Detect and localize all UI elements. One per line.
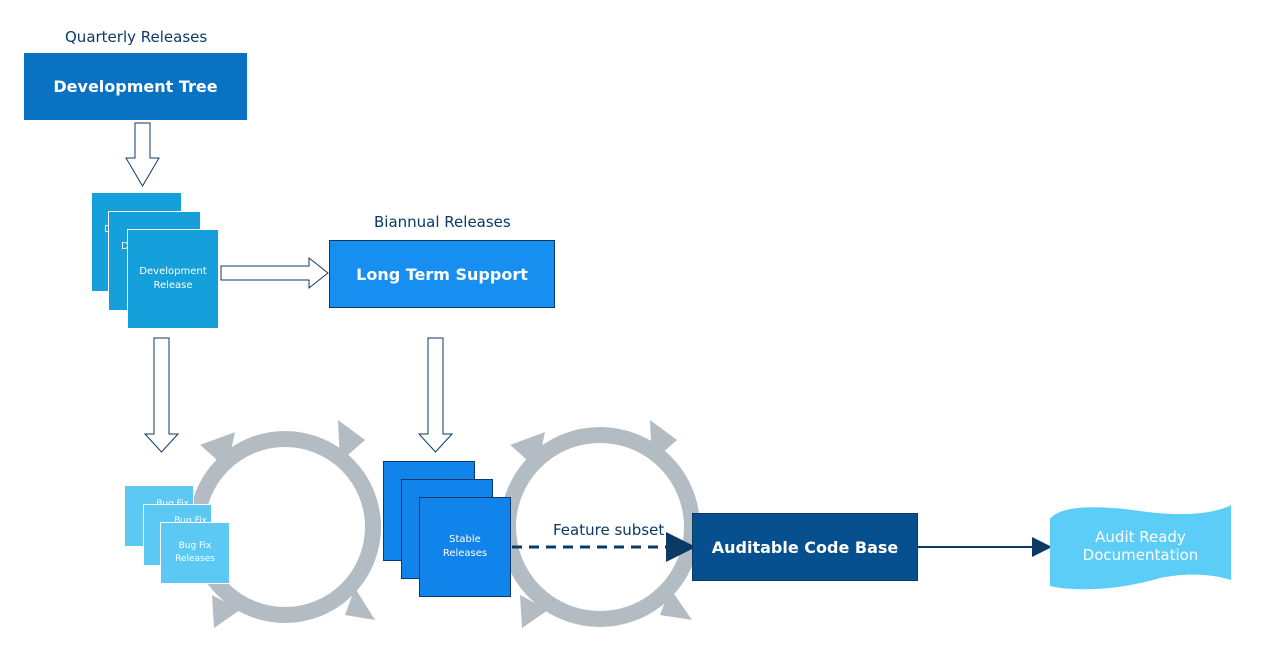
dev-release-line1: Development [139,266,207,277]
dev-release-doc-front: Development Release [127,229,219,329]
documentation-shape [1050,505,1231,590]
documentation-line2: Documentation [1082,546,1199,564]
development-tree-label: Development Tree [53,77,218,96]
auditable-code-base-box: Auditable Code Base [692,513,918,581]
auditable-code-base-label: Auditable Code Base [711,537,899,557]
arrow-lts-down [417,337,454,453]
arrow-dev-release-down [143,337,180,453]
stable-line1: Stable [449,534,481,545]
stable-doc-front: Stable Releases [419,497,511,597]
bugfix-line2: Releases [175,554,215,564]
biannual-releases-heading: Biannual Releases [374,213,511,231]
documentation-line1: Audit Ready [1095,528,1186,546]
bugfix-line1: Bug Fix [178,541,212,551]
feature-subset-label: Feature subset [553,521,665,539]
documentation-text: Audit Ready Documentation [1050,528,1231,564]
dev-release-middle-label: D [121,241,129,252]
dev-release-line2: Release [153,280,193,291]
bugfix-middle-label: Bug Fix [174,516,207,526]
long-term-support-label: Long Term Support [356,264,528,284]
arrow-dev-tree-down [125,122,160,187]
dev-release-back-label: D [104,223,112,237]
stable-line2: Releases [442,548,488,559]
long-term-support-box: Long Term Support [329,240,555,308]
development-tree-box: Development Tree [24,53,247,120]
arrow-dev-release-right [220,256,329,290]
bugfix-doc-front: Bug Fix Releases [160,522,230,584]
quarterly-releases-heading: Quarterly Releases [65,28,208,46]
